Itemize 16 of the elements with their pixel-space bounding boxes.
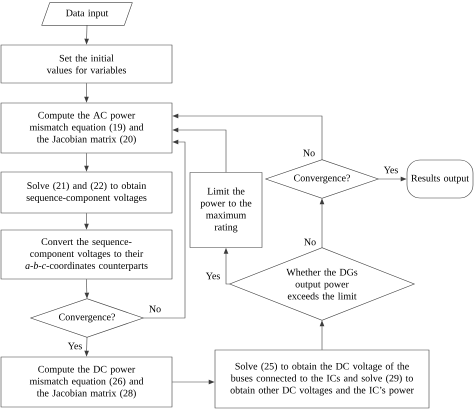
process-box: Limit the power to the maximum rating [190, 172, 262, 248]
terminal-box: Results output [406, 160, 474, 198]
edge-label: Yes [66, 342, 84, 350]
process-box: Solve (25) to obtain the DC voltage of the buses connected to the ICs and solve (29) to obtain other DC voltages and the IC’s power [214, 350, 430, 408]
edge-label: Yes [382, 166, 400, 174]
edge-label: No [148, 304, 162, 314]
edge-label: Yes [204, 272, 222, 280]
process-box: Set the initial values for variables [0, 44, 172, 84]
input-parallelogram: Data input [41, 2, 133, 26]
process-box: Compute the DC power mismatch equation (26) and the Jacobian matrix (28) [0, 356, 172, 408]
arrow [143, 140, 186, 318]
edge-label: No [302, 148, 316, 158]
process-box: Solve (21) and (22) to obtain sequence-component voltages [0, 172, 172, 214]
process-box: Convert the sequence-component voltages to their a-b-c-coordinates counterparts [0, 230, 172, 280]
process-box: Compute the AC power mismatch equation (19) and the Jacobian matrix (20) [0, 102, 172, 154]
edge-label: No [302, 238, 318, 246]
